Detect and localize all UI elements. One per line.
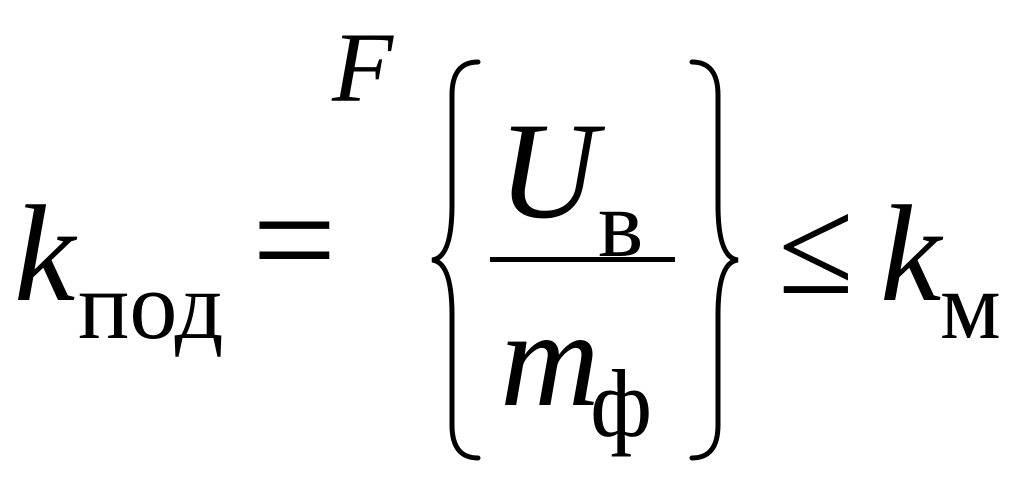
fraction-bar [490, 257, 675, 262]
denominator-symbol: m [500, 282, 600, 435]
right-brace-icon [689, 59, 739, 461]
numerator-subscript: в [598, 170, 644, 277]
denominator-subscript: ф [590, 350, 653, 457]
lhs-symbol: k [14, 177, 76, 330]
relation-sign: ≤ [778, 170, 854, 323]
lhs-subscript: под [78, 252, 224, 359]
rhs-subscript: м [940, 252, 1001, 359]
numerator-symbol: U [498, 94, 598, 247]
rhs-symbol: k [880, 177, 942, 330]
equals-sign: = [252, 157, 337, 323]
left-brace-icon [431, 59, 481, 461]
superscript-symbol: F [332, 12, 394, 123]
